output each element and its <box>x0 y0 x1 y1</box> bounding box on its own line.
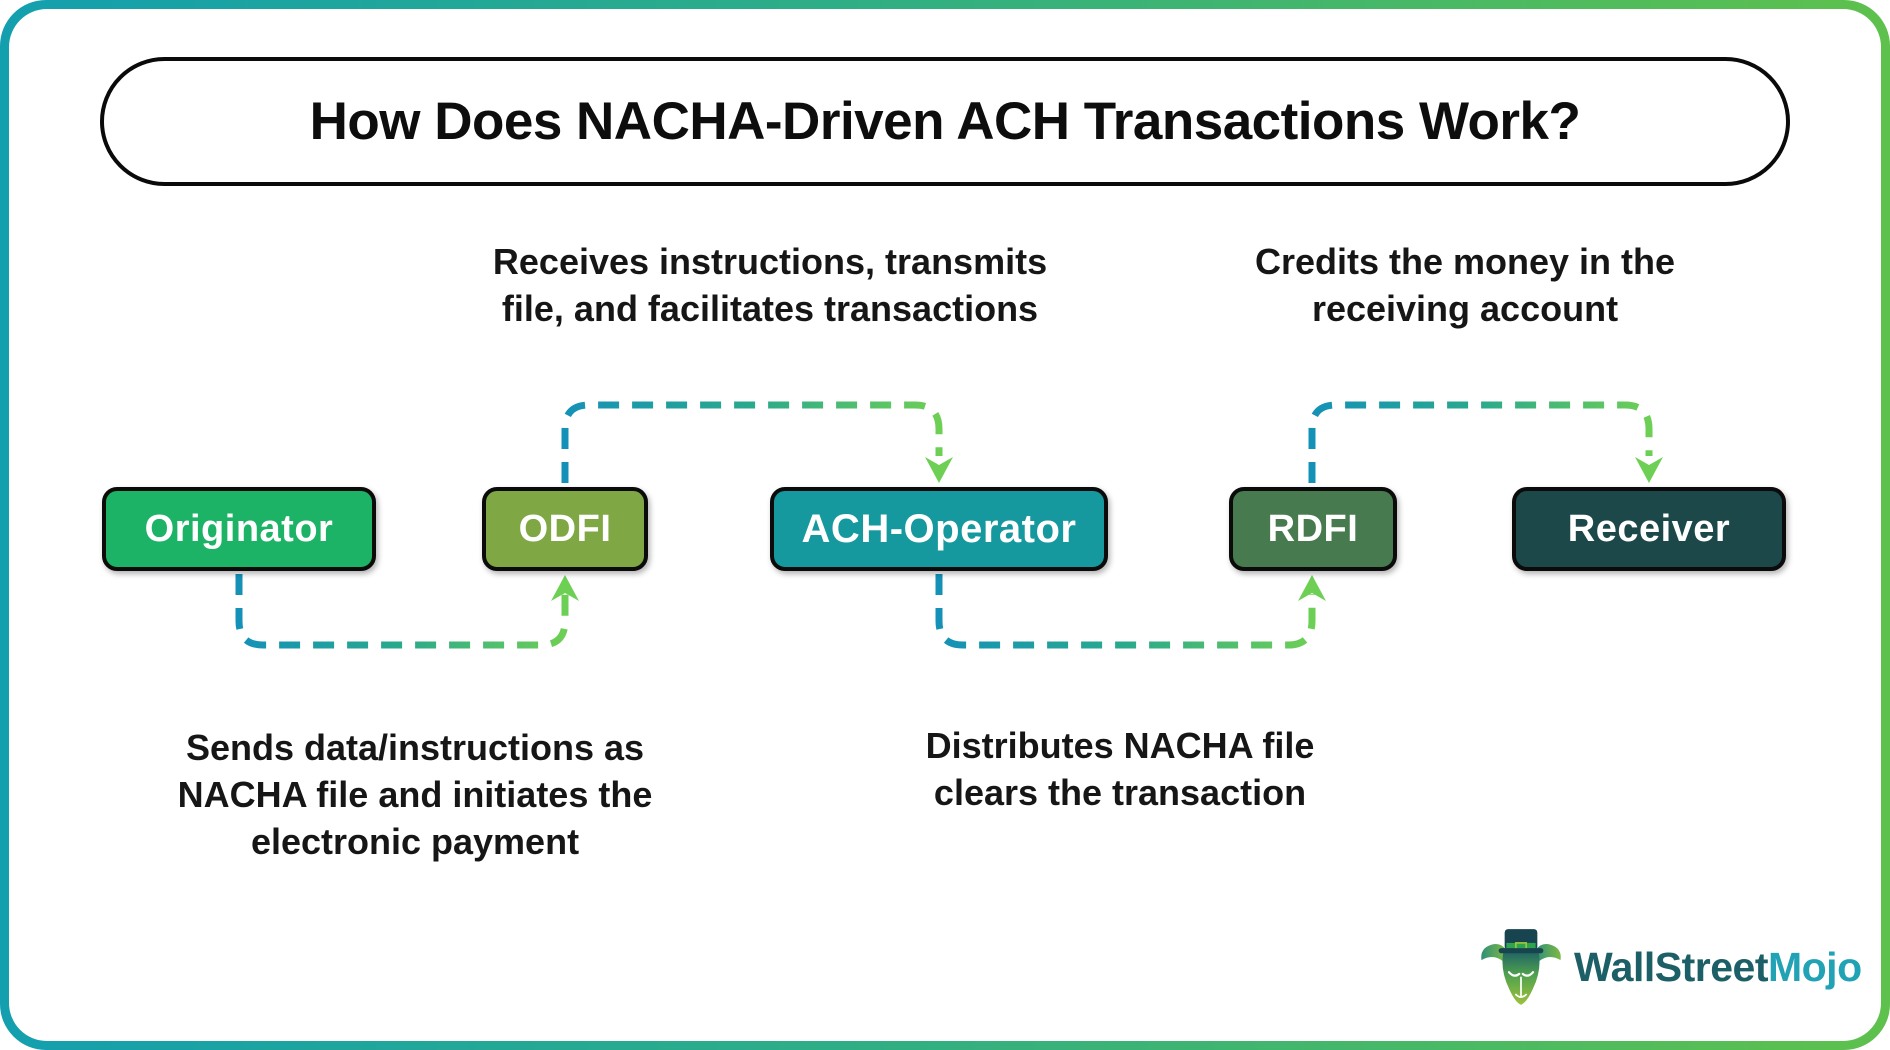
annotation-line: NACHA file and initiates the <box>177 774 653 815</box>
annotation-line: electronic payment <box>250 821 580 862</box>
annotation-line: receiving account <box>1311 288 1619 329</box>
node-receiver: Receiver <box>1512 487 1786 571</box>
annotation-line: file, and facilitates transactions <box>501 288 1039 329</box>
annotation-line: Credits the money in the <box>1254 241 1676 282</box>
logo-text-mojo: Mojo <box>1767 943 1862 990</box>
annotation-originator-odfi: Sends data/instructions as NACHA file an… <box>178 724 653 865</box>
annotation-rdfi-receiver: Credits the money in the receiving accou… <box>1255 238 1675 332</box>
annotation-line: Sends data/instructions as <box>185 727 645 768</box>
annotation-line: Distributes NACHA file <box>925 725 1315 766</box>
annotation-line: clears the transaction <box>933 772 1307 813</box>
wallstreetmojo-wordmark: WallStreetMojo <box>1574 944 1862 991</box>
wallstreetmojo-logo: WallStreetMojo <box>1478 924 1862 1010</box>
node-originator: Originator <box>102 487 376 571</box>
wallstreetmojo-bull-icon <box>1481 929 1561 1005</box>
node-ach-operator: ACH-Operator <box>770 487 1108 571</box>
title-banner: How Does NACHA-Driven ACH Transactions W… <box>100 57 1790 186</box>
node-rdfi: RDFI <box>1229 487 1397 571</box>
annotation-ach-operator-rdfi: Distributes NACHA file clears the transa… <box>926 722 1315 816</box>
annotation-line: Receives instructions, transmits <box>492 241 1048 282</box>
node-odfi: ODFI <box>482 487 648 571</box>
page-title: How Does NACHA-Driven ACH Transactions W… <box>309 92 1581 151</box>
annotation-odfi-ach-operator: Receives instructions, transmits file, a… <box>493 238 1047 332</box>
logo-text-wallstreet: WallStreet <box>1574 943 1768 990</box>
